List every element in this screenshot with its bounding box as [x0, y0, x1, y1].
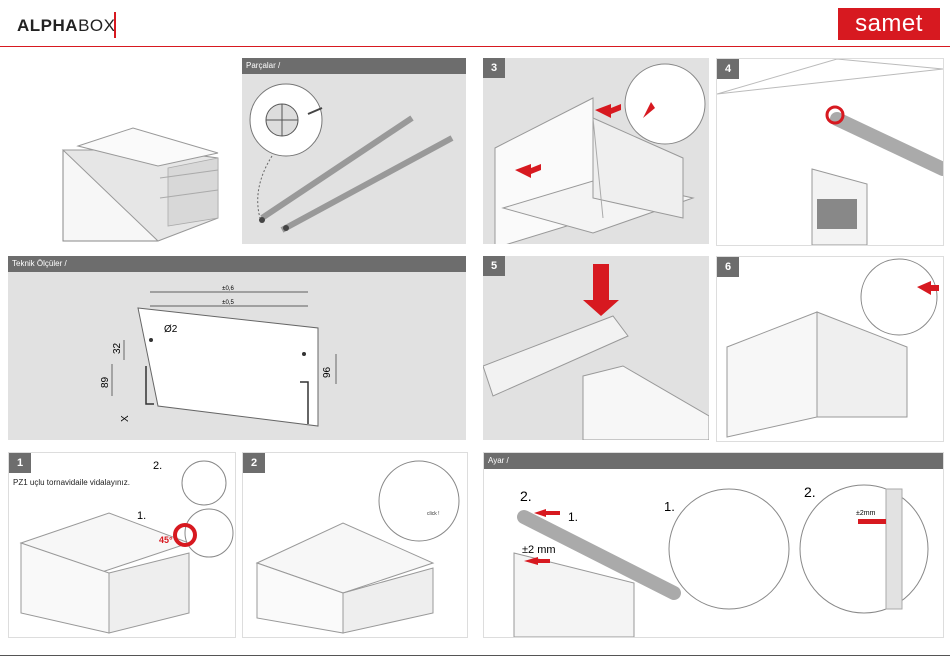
brand-title: ALPHABOX	[17, 16, 115, 36]
tech-drawing: ±0,6 ±0,5 Ø2 32 89 96 X	[8, 256, 466, 440]
step-6-panel: 6	[716, 256, 944, 442]
adjust-detail-hand	[669, 489, 789, 609]
step-6-illustration	[717, 257, 943, 441]
callout-2: 2.	[153, 460, 162, 472]
parts-panel: Parçalar /	[242, 58, 466, 244]
header-divider	[0, 46, 950, 47]
step-2-illustration: click !	[243, 453, 467, 637]
step-5-panel: 5	[483, 256, 709, 440]
step-1-panel: 1 PZ1 uçlu tornavidaile vidalayınız. 2. …	[8, 452, 236, 638]
tolerance-2: ±0,5	[222, 300, 234, 306]
step-4-panel: 4	[716, 58, 944, 246]
parts-illustration	[242, 58, 466, 244]
dim-32: 32	[112, 342, 123, 354]
step-2-panel: 2 click !	[242, 452, 468, 638]
dim-x: X	[120, 415, 131, 422]
samet-logo: samet	[838, 8, 940, 40]
down-arrow	[583, 300, 619, 316]
dim-96: 96	[322, 366, 333, 378]
drawer-illustration	[8, 58, 238, 244]
adjust-tolerance: ±2 mm	[522, 544, 556, 556]
callout-1: 1.	[137, 510, 146, 522]
insert-arrow-right	[595, 104, 621, 118]
adjust-panel: Ayar / 2. 1. ±2 mm 1. 2. ±2mm	[483, 452, 944, 638]
step-6-detail-circle	[861, 259, 937, 335]
dim-89: 89	[100, 376, 111, 388]
adjust-tolerance-2: ±2mm	[856, 510, 876, 517]
tolerance-1: ±0,6	[222, 286, 234, 292]
adjust-callout-1a: 1.	[568, 510, 578, 524]
step-1-illustration: 2. 1. 45°	[9, 453, 235, 637]
header: ALPHABOX samet	[0, 0, 950, 46]
step-3-panel: 3	[483, 58, 709, 244]
brand-separator	[114, 12, 116, 38]
adjust-illustration: 2. 1. ±2 mm 1. 2. ±2mm	[484, 453, 943, 637]
click-label: click !	[427, 511, 440, 517]
step-2-detail-circle	[379, 461, 459, 541]
adjust-detail-scale	[800, 485, 928, 613]
step-5-illustration	[483, 256, 709, 440]
hero-drawer-panel	[8, 58, 238, 244]
diameter-label: Ø2	[164, 324, 178, 335]
footer-divider	[0, 655, 950, 656]
angle-label: 45°	[159, 535, 173, 545]
adjust-callout-2a: 2.	[520, 488, 532, 504]
detail-circle-1	[185, 509, 233, 557]
tech-panel: Teknik Ölçüler / ±0,6 ±0,5 Ø2 32 89 96 X	[8, 256, 466, 440]
adjust-callout-1b: 1.	[664, 499, 675, 514]
step-3-illustration	[483, 58, 709, 244]
adjust-callout-2b: 2.	[804, 484, 816, 500]
step-4-illustration	[717, 59, 943, 245]
step-3-detail-circle	[625, 64, 705, 144]
detail-circle-2	[182, 461, 226, 505]
